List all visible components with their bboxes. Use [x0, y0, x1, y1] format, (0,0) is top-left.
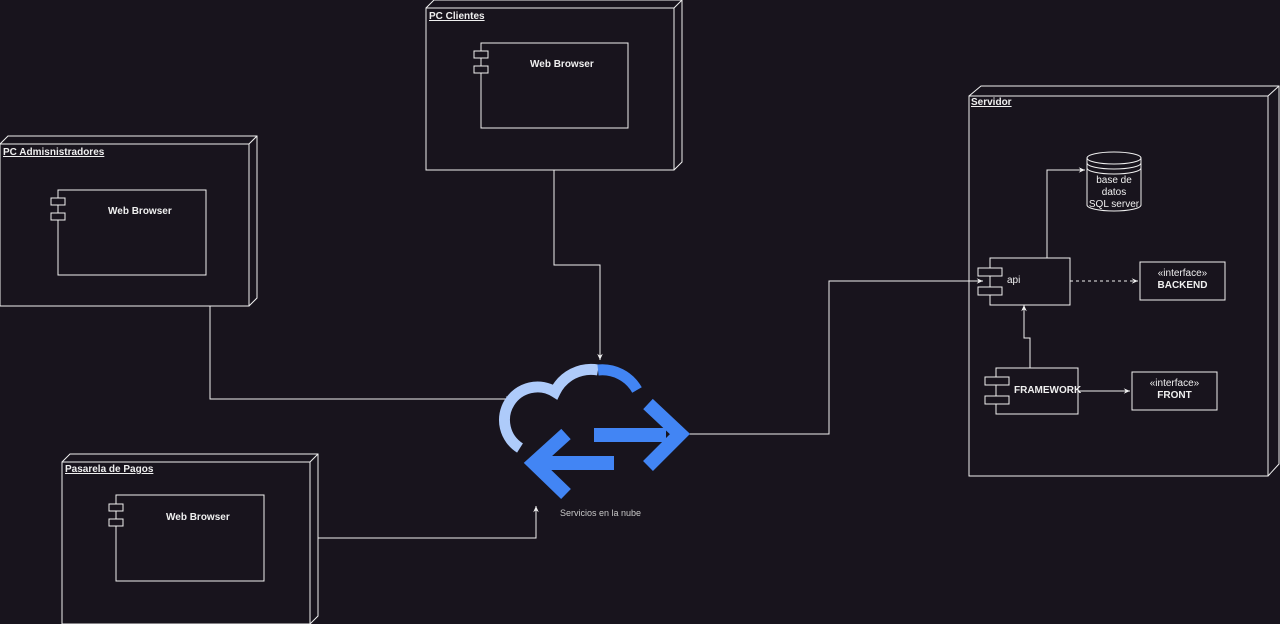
backend-name: BACKEND	[1157, 280, 1208, 291]
database-label-line2: datos	[1101, 187, 1127, 198]
node-title-clientes: PC Clientes	[429, 11, 485, 22]
interface-front[interactable]	[1131, 371, 1218, 411]
front-label: «interface» FRONT	[1132, 378, 1217, 402]
database-label: base de datos SQL server	[1084, 175, 1144, 211]
database-label-line3: SQL server	[1088, 199, 1140, 210]
front-stereotype: «interface»	[1149, 378, 1200, 389]
component-web-browser-admin[interactable]	[50, 189, 207, 276]
component-framework[interactable]	[984, 367, 1079, 415]
front-name: FRONT	[1157, 390, 1192, 401]
cloud-label: Servicios en la nube	[560, 508, 642, 518]
edge-api-to-database[interactable]	[1046, 167, 1085, 258]
node-servidor[interactable]	[968, 85, 1280, 477]
edge-clientes-to-cloud[interactable]	[553, 170, 603, 360]
database-label-line1: base de	[1096, 175, 1132, 186]
component-web-browser-pagos[interactable]	[108, 494, 265, 582]
component-label-clientes: Web Browser	[530, 59, 594, 70]
backend-stereotype: «interface»	[1157, 268, 1208, 279]
edge-pagos-to-cloud[interactable]	[318, 505, 539, 539]
edge-cloud-to-api[interactable]	[688, 278, 983, 435]
framework-label: FRAMEWORK	[1014, 385, 1082, 396]
node-title-admin: PC Admisnistradores	[3, 147, 105, 158]
backend-label: «interface» BACKEND	[1140, 268, 1225, 292]
component-api[interactable]	[977, 257, 1071, 306]
edge-framework-to-api[interactable]	[1021, 305, 1031, 368]
node-pasarela-pagos[interactable]	[61, 453, 319, 624]
node-title-servidor: Servidor	[971, 97, 1012, 108]
interface-backend[interactable]	[1139, 261, 1226, 301]
node-title-pagos: Pasarela de Pagos	[65, 464, 154, 475]
component-label-pagos: Web Browser	[166, 512, 230, 523]
node-pc-admin[interactable]	[0, 135, 258, 307]
node-pc-clientes[interactable]	[425, 0, 683, 171]
component-label-admin: Web Browser	[108, 206, 172, 217]
cloud-services-icon[interactable]	[498, 363, 691, 500]
component-web-browser-clientes[interactable]	[473, 42, 629, 129]
database-icon[interactable]	[1086, 151, 1142, 212]
api-label: api	[1007, 275, 1021, 286]
edge-admin-to-cloud[interactable]	[209, 306, 512, 402]
